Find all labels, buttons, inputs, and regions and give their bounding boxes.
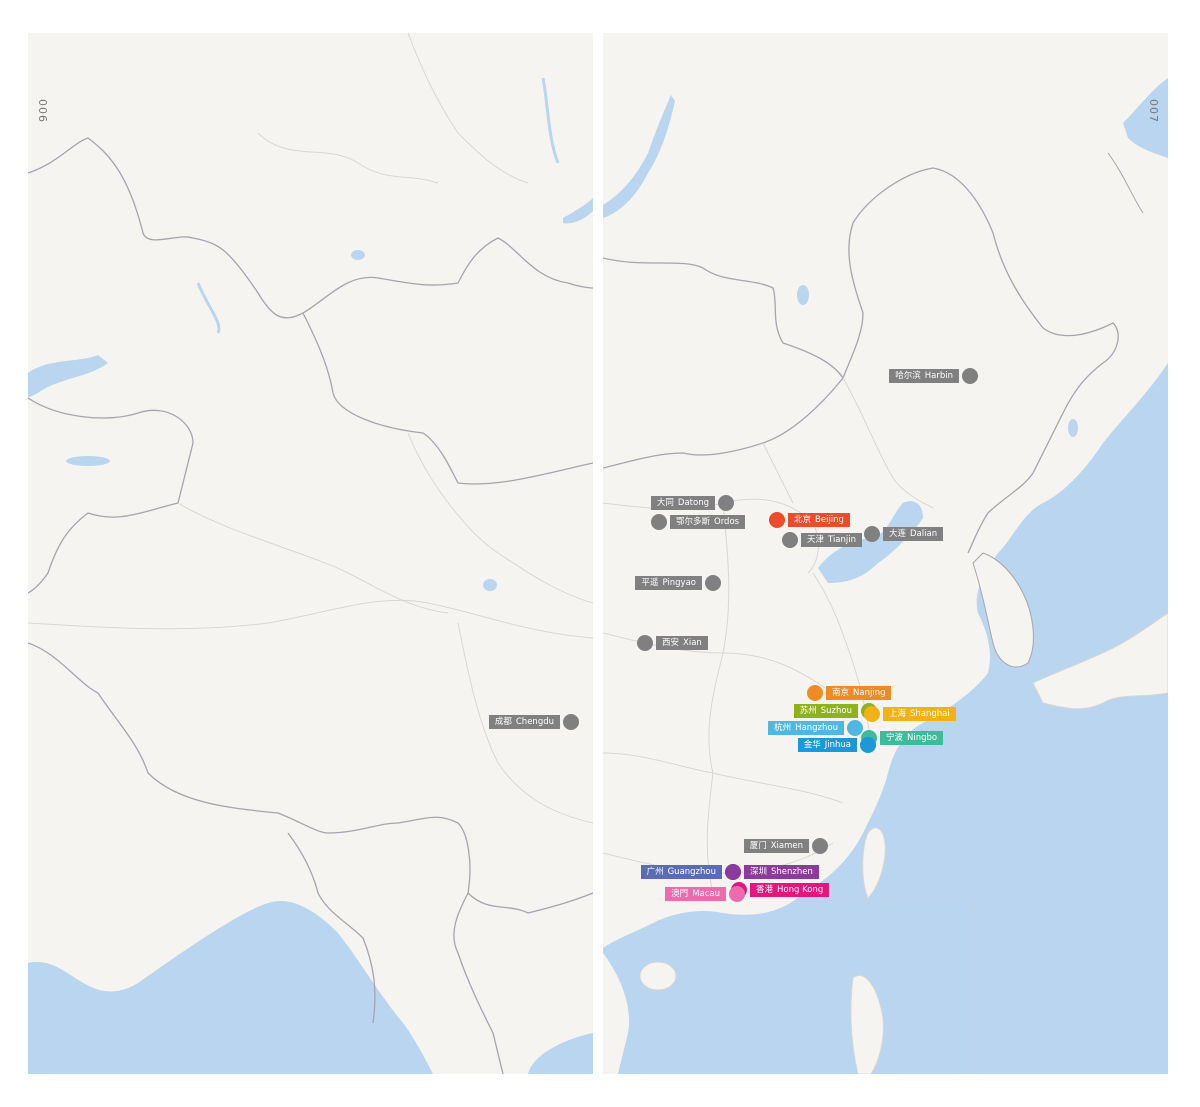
city-dot-icon[interactable]	[864, 526, 880, 542]
city-name-cn: 澳門	[671, 889, 689, 899]
city-name-en: Beijing	[815, 515, 844, 525]
city-name-cn: 大连	[889, 529, 907, 539]
sea-shape	[28, 901, 433, 1074]
city-name-cn: 上海	[889, 709, 907, 719]
city-name-cn: 平遥	[641, 578, 659, 588]
city-dot-icon[interactable]	[705, 575, 721, 591]
basemap-right	[603, 33, 1168, 1074]
city-name-cn: 天津	[807, 535, 825, 545]
city-name-en: Shenzhen	[771, 867, 813, 877]
page-number-right: 007	[1147, 99, 1160, 123]
basemap-left	[28, 33, 593, 1074]
city-name-en: Datong	[677, 498, 709, 508]
city-dot-icon[interactable]	[807, 685, 823, 701]
city-name-cn: 宁波	[886, 733, 904, 743]
city-name-cn: 鄂尔多斯	[676, 517, 711, 527]
city-name-cn: 苏州	[799, 706, 817, 716]
city-dot-icon[interactable]	[725, 864, 741, 880]
city-name-en: Xian	[683, 638, 702, 648]
city-name-cn: 深圳	[750, 867, 768, 877]
city-name-cn: 北京	[794, 515, 812, 525]
map-panel-left[interactable]: 006	[28, 33, 593, 1074]
city-dot-icon[interactable]	[962, 368, 978, 384]
lake-baikal	[603, 95, 675, 218]
city-name-en: Hangzhou	[795, 723, 838, 733]
city-dot-icon[interactable]	[864, 706, 880, 722]
lake-shape	[28, 355, 108, 398]
city-name-cn: 杭州	[774, 723, 792, 733]
city-name-cn: 南京	[832, 688, 850, 698]
city-name-cn: 广州	[646, 867, 664, 877]
map-panel-right[interactable]: 007	[603, 33, 1168, 1074]
city-name-en: Nanjing	[853, 688, 886, 698]
page-number-left: 006	[36, 99, 49, 123]
city-dot-icon[interactable]	[563, 714, 579, 730]
city-name-cn: 成都	[494, 717, 512, 727]
city-dot-icon[interactable]	[847, 720, 863, 736]
city-name-en: Jinhua	[824, 740, 851, 750]
city-name-en: Hong Kong	[777, 885, 824, 895]
city-name-en: Macau	[692, 889, 720, 899]
city-name-en: Shanghai	[910, 709, 950, 719]
city-dot-icon[interactable]	[860, 737, 876, 753]
city-name-cn: 西安	[662, 638, 680, 648]
city-name-en: Guangzhou	[667, 867, 716, 877]
city-dot-icon[interactable]	[812, 838, 828, 854]
city-name-en: Tianjin	[828, 535, 857, 545]
city-name-en: Xiamen	[770, 841, 803, 851]
city-name-en: Harbin	[924, 371, 953, 381]
city-name-en: Chengdu	[515, 717, 554, 727]
city-name-en: Suzhou	[820, 706, 852, 716]
city-name-cn: 香港	[756, 885, 774, 895]
city-name-en: Dalian	[910, 529, 938, 539]
city-name-cn: 大同	[656, 498, 674, 508]
city-name-en: Ordos	[714, 517, 740, 527]
city-name-en: Pingyao	[662, 578, 696, 588]
city-dot-icon[interactable]	[782, 532, 798, 548]
city-dot-icon[interactable]	[769, 512, 785, 528]
city-name-cn: 厦门	[749, 841, 767, 851]
city-dot-icon[interactable]	[718, 495, 734, 511]
city-dot-icon[interactable]	[729, 886, 745, 902]
city-name-cn: 哈尔滨	[895, 371, 921, 381]
city-dot-icon[interactable]	[637, 635, 653, 651]
sea-shape	[603, 363, 1168, 1074]
city-name-en: Ningbo	[907, 733, 938, 743]
city-name-cn: 金华	[803, 740, 821, 750]
city-dot-icon[interactable]	[651, 514, 667, 530]
